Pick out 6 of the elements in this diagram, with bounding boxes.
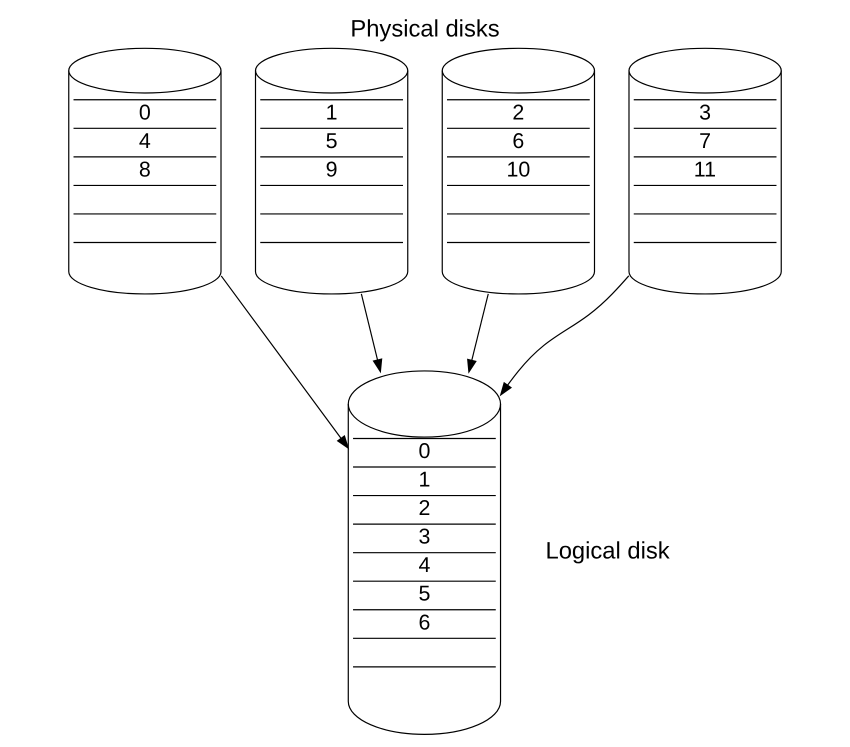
arrow xyxy=(467,294,489,374)
diagram-title: Physical disks xyxy=(350,16,500,43)
node-label: Logical disk xyxy=(545,538,670,565)
arrow xyxy=(360,294,382,374)
arrow xyxy=(220,276,350,450)
arrow xyxy=(500,275,630,396)
